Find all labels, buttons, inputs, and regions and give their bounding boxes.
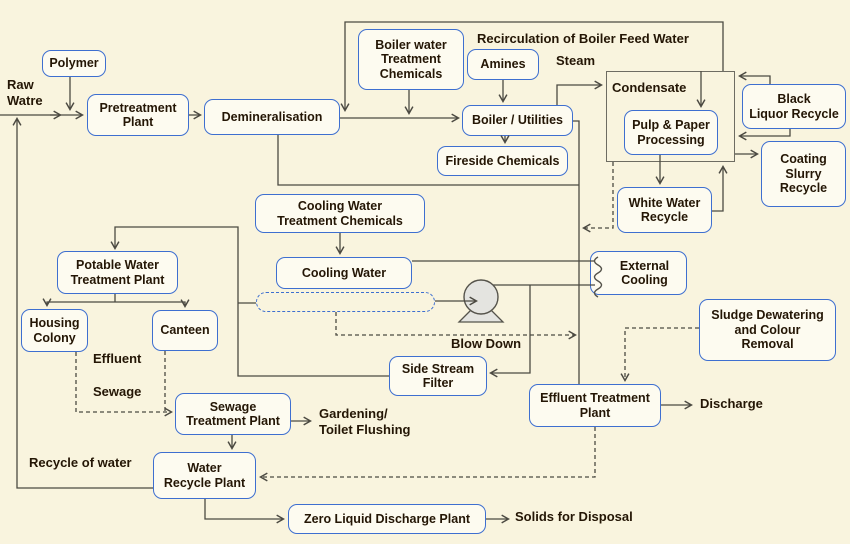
box-cooling-water-treatment-chemicals: Cooling Water Treatment Chemicals bbox=[255, 194, 425, 233]
box-amines: Amines bbox=[467, 49, 539, 80]
box-sludge-dewatering: Sludge Dewatering and Colour Removal bbox=[699, 299, 836, 361]
label-blow-down: Blow Down bbox=[451, 336, 522, 351]
box-cooling-water: Cooling Water bbox=[276, 257, 412, 289]
box-effluent-treatment-plant-label: Effluent Treatment Plant bbox=[540, 391, 650, 420]
label-raw-water: Raw Watre bbox=[7, 77, 43, 108]
label-steam: Steam bbox=[556, 53, 596, 68]
box-zero-liquid-discharge-plant: Zero Liquid Discharge Plant bbox=[288, 504, 486, 534]
box-zero-liquid-discharge-plant-label: Zero Liquid Discharge Plant bbox=[304, 511, 470, 526]
box-potable-water-treatment-plant-label: Potable Water Treatment Plant bbox=[70, 258, 165, 287]
box-amines-label: Amines bbox=[480, 57, 526, 72]
box-housing-colony: Housing Colony bbox=[21, 309, 88, 352]
box-sewage-treatment-plant-label: Sewage Treatment Plant bbox=[186, 399, 280, 429]
box-coating-slurry-recycle-label: Coating Slurry Recycle bbox=[779, 152, 828, 196]
box-fireside-chemicals: Fireside Chemicals bbox=[437, 146, 568, 176]
box-white-water-recycle-label: White Water Recycle bbox=[628, 195, 701, 225]
box-sewage-treatment-plant: Sewage Treatment Plant bbox=[175, 393, 291, 435]
label-discharge: Discharge bbox=[700, 396, 763, 411]
box-black-liquor-recycle: Black Liquor Recycle bbox=[742, 84, 846, 129]
box-polymer: Polymer bbox=[42, 50, 106, 77]
label-recirculation: Recirculation of Boiler Feed Water bbox=[477, 31, 689, 46]
box-white-water-recycle: White Water Recycle bbox=[617, 187, 712, 233]
condensate-label: Condensate bbox=[612, 80, 687, 95]
box-water-recycle-plant: Water Recycle Plant bbox=[153, 452, 256, 499]
box-canteen-label: Canteen bbox=[160, 323, 210, 338]
box-cooling-water-treatment-chemicals-label: Cooling Water Treatment Chemicals bbox=[277, 199, 403, 228]
box-coating-slurry-recycle: Coating Slurry Recycle bbox=[761, 141, 846, 207]
label-sewage: Sewage bbox=[93, 384, 142, 399]
box-pretreatment-plant: Pretreatment Plant bbox=[87, 94, 189, 136]
box-external-cooling-label: External Cooling bbox=[619, 258, 670, 288]
cooling-basin-dashed-box bbox=[256, 292, 435, 312]
label-solids-for-disposal: Solids for Disposal bbox=[515, 509, 633, 524]
box-external-cooling: External Cooling bbox=[590, 251, 687, 295]
box-side-stream-filter: Side Stream Filter bbox=[389, 356, 487, 396]
label-effluent: Effluent bbox=[93, 351, 142, 366]
box-demineralisation-label: Demineralisation bbox=[221, 109, 323, 124]
label-gardening-toilet-flushing: Gardening/ Toilet Flushing bbox=[319, 406, 411, 437]
box-pretreatment-plant-label: Pretreatment Plant bbox=[99, 100, 177, 130]
box-pulp-paper-processing: Pulp & Paper Processing bbox=[624, 110, 718, 155]
box-sludge-dewatering-label: Sludge Dewatering and Colour Removal bbox=[711, 308, 824, 352]
box-canteen: Canteen bbox=[152, 310, 218, 351]
box-boiler-utilities-label: Boiler / Utilities bbox=[472, 113, 563, 128]
box-side-stream-filter-label: Side Stream Filter bbox=[401, 361, 475, 391]
box-black-liquor-recycle-label: Black Liquor Recycle bbox=[749, 92, 839, 121]
centrifugal-pump-icon bbox=[435, 279, 505, 323]
label-recycle-of-water: Recycle of water bbox=[29, 455, 132, 470]
box-housing-colony-label: Housing Colony bbox=[29, 316, 80, 345]
box-polymer-label: Polymer bbox=[49, 56, 99, 71]
box-effluent-treatment-plant: Effluent Treatment Plant bbox=[529, 384, 661, 427]
box-boiler-water-treatment-chemicals: Boiler water Treatment Chemicals bbox=[358, 29, 464, 90]
box-cooling-water-label: Cooling Water bbox=[301, 265, 387, 280]
box-boiler-water-treatment-chemicals-label: Boiler water Treatment Chemicals bbox=[375, 37, 447, 81]
box-potable-water-treatment-plant: Potable Water Treatment Plant bbox=[57, 251, 178, 294]
box-water-recycle-plant-label: Water Recycle Plant bbox=[163, 461, 246, 490]
box-pulp-paper-processing-label: Pulp & Paper Processing bbox=[632, 118, 710, 147]
box-demineralisation: Demineralisation bbox=[204, 99, 340, 135]
box-boiler-utilities: Boiler / Utilities bbox=[462, 105, 573, 136]
box-fireside-chemicals-label: Fireside Chemicals bbox=[445, 153, 560, 168]
